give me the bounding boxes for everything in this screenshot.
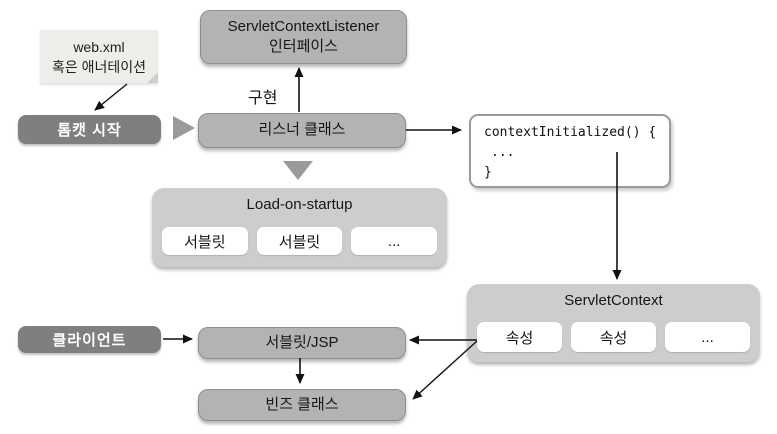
note-webxml-line2: 혹은 애너테이션 — [51, 59, 147, 76]
note-fold-corner — [147, 72, 158, 83]
container-servlet-context: ServletContext 속성 속성 ... — [467, 284, 760, 362]
note-webxml: web.xml 혹은 애너테이션 — [40, 30, 158, 83]
code-line3: } — [484, 165, 492, 181]
code-line1: contextInitialized() { — [484, 125, 657, 140]
box-listener-class: 리스너 클래스 — [198, 113, 406, 148]
box-tomcat-start: 톰캣 시작 — [18, 115, 161, 144]
interface-box-line2: 인터페이스 — [268, 38, 338, 55]
note-webxml-line1: web.xml — [73, 39, 125, 55]
box-context-initialized-code: contextInitialized() { ... } — [469, 114, 671, 188]
box-client: 클라이언트 — [18, 326, 161, 353]
code-line2: ... — [491, 145, 515, 161]
servlet-context-items: 속성 속성 ... — [477, 322, 750, 352]
servlet-item-ellipsis: ... — [351, 227, 438, 255]
servlet-item: 서블릿 — [256, 227, 343, 255]
servlet-item: 서블릿 — [162, 227, 248, 255]
triangle-down-icon — [283, 161, 313, 180]
attribute-item: 속성 — [571, 322, 656, 352]
load-on-startup-items: 서블릿 서블릿 ... — [162, 227, 438, 255]
interface-box-line1: ServletContextListener — [227, 17, 380, 35]
box-beans-class: 빈즈 클래스 — [198, 389, 406, 421]
box-servletcontextlistener-interface: ServletContextListener 인터페이스 — [200, 10, 407, 64]
attribute-item-ellipsis: ... — [665, 322, 750, 352]
arrow-note-to-tomcat — [94, 83, 128, 111]
container-load-on-startup: Load-on-startup 서블릿 서블릿 ... — [152, 188, 447, 267]
attribute-item: 속성 — [477, 322, 562, 352]
load-on-startup-title: Load-on-startup — [246, 196, 353, 213]
label-implements: 구현 — [248, 90, 278, 107]
triangle-right-icon — [173, 116, 195, 140]
box-servlet-jsp: 서블릿/JSP — [198, 327, 406, 359]
servlet-context-title: ServletContext — [564, 292, 663, 309]
